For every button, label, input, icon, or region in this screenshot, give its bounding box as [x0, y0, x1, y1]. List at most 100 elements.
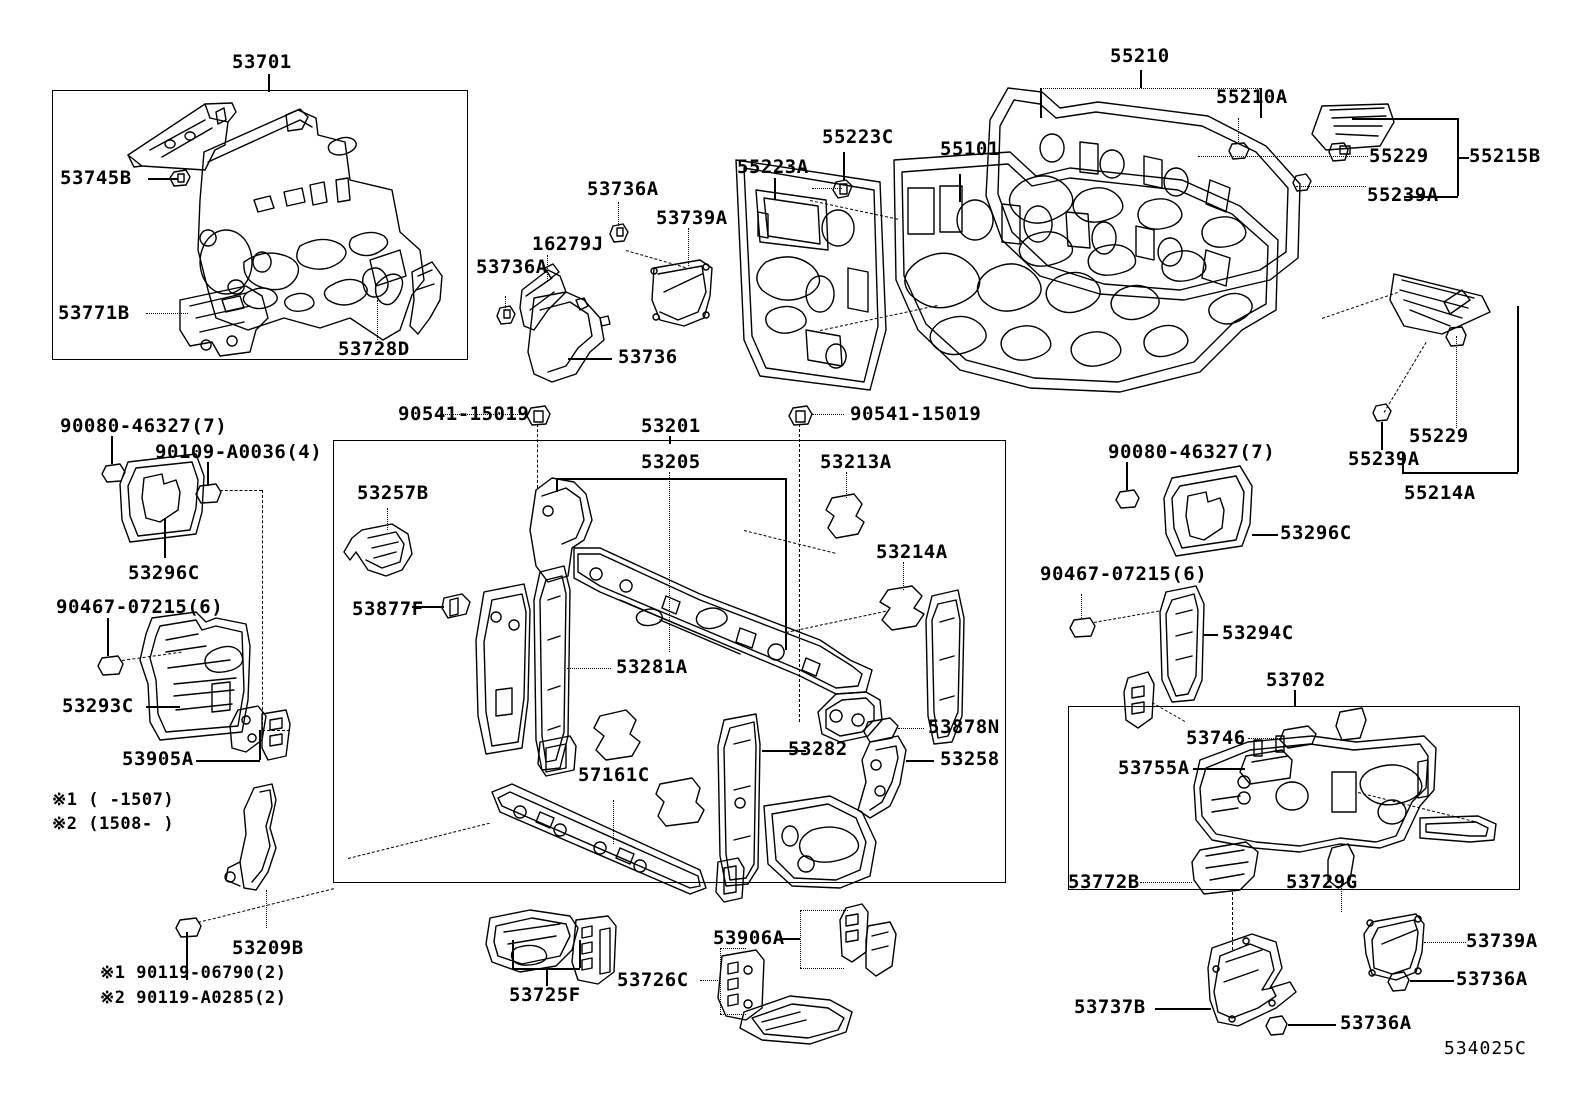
label-90080-46327-right: 90080-46327(7) [1108, 441, 1276, 463]
bracket-55214A-l [1402, 452, 1404, 472]
leader-53201 [669, 436, 671, 444]
leader-53755A [1193, 768, 1245, 770]
dash-53739A-1 [625, 250, 686, 269]
label-55239A-mid: 55239A [1348, 448, 1420, 470]
footnote-mark1-range: ※1 ( -1507) [52, 790, 175, 810]
dash-90109-left [220, 490, 262, 491]
bracket-55210-left [1040, 88, 1042, 118]
part-90467-07215-left-clip [98, 656, 123, 675]
leader-90541-left [440, 414, 528, 415]
label-90467-07215-left: 90467-07215(6) [56, 596, 224, 618]
label-53736A-2: 53736A [587, 178, 659, 200]
label-53737B: 53737B [1074, 996, 1146, 1018]
label-53209B: 53209B [232, 937, 304, 959]
bracket-53906A-t [800, 910, 848, 911]
label-53701: 53701 [232, 51, 292, 73]
leader-53736A-4 [1410, 980, 1454, 982]
group-box-53701 [52, 90, 468, 360]
bracket-53726C-b [720, 1014, 746, 1015]
label-53728D: 53728D [338, 338, 410, 360]
label-53201: 53201 [641, 415, 701, 437]
bracket-53725F-r [579, 940, 581, 968]
bracket-53205-h [556, 478, 786, 480]
part-53736-cover [528, 292, 610, 382]
label-53755A: 53755A [1118, 757, 1190, 779]
label-53257B: 53257B [357, 482, 429, 504]
leader-53746 [1248, 738, 1286, 739]
label-16279J: 16279J [532, 233, 604, 255]
bracket-53905A-v [259, 730, 261, 760]
label-53213A: 53213A [820, 451, 892, 473]
leader-53726C [700, 980, 720, 981]
label-53205: 53205 [641, 451, 701, 473]
dash-55223A-align [809, 200, 899, 220]
bracket-55215B-top [1352, 118, 1458, 120]
label-53296C-right: 53296C [1280, 522, 1352, 544]
leader-90119-clip [186, 932, 188, 980]
label-53746: 53746 [1186, 727, 1246, 749]
label-53729G: 53729G [1286, 871, 1358, 893]
label-53726C: 53726C [617, 969, 689, 991]
part-55223A-insulator [736, 160, 886, 390]
leader-53258 [906, 760, 934, 762]
dash-90467-left [121, 651, 182, 661]
label-53293C: 53293C [62, 695, 134, 717]
label-55229-top: 55229 [1369, 145, 1429, 167]
part-90467-07215-right-clip [1070, 618, 1095, 637]
leader-90109-left [207, 462, 209, 486]
part-53726C-plate [718, 950, 764, 1020]
leader-55210A [1238, 118, 1239, 144]
leader-53294C [1204, 634, 1218, 636]
leader-53214A [903, 562, 904, 590]
label-53296C-left: 53296C [128, 562, 200, 584]
footnote-mark2-part: ※2 90119-A0285(2) [100, 988, 287, 1008]
leader-53877F [412, 606, 444, 608]
leader-53296C-right [1252, 534, 1278, 536]
dash-55214A-align [1321, 291, 1398, 319]
dash-55101-align [819, 305, 938, 331]
label-57161C: 57161C [578, 764, 650, 786]
leader-55223A [774, 178, 776, 200]
label-53877F: 53877F [352, 598, 424, 620]
leader-55210 [1140, 70, 1142, 88]
leader-55101 [959, 174, 961, 202]
bracket-55214A-r [1517, 306, 1519, 472]
leader-53878N [898, 728, 924, 729]
part-53736A-clip-1 [497, 306, 515, 324]
label-53294C: 53294C [1222, 622, 1294, 644]
bracket-55210-top [1040, 88, 1260, 89]
part-53725F-panel [486, 910, 578, 972]
part-53296C-left [120, 454, 204, 542]
part-90109-A0036-left-clip [196, 484, 221, 503]
label-53258: 53258 [940, 748, 1000, 770]
leader-55239A-mid [1381, 422, 1383, 450]
label-90467-07215-right: 90467-07215(6) [1040, 563, 1208, 585]
bracket-55210-right [1260, 88, 1262, 118]
label-53736A-3: 53736A [1340, 1012, 1412, 1034]
label-90541-15019-left: 90541-15019 [398, 403, 530, 425]
part-53739A-cover [651, 260, 712, 326]
footnote-mark2-range: ※2 (1508- ) [52, 814, 175, 834]
leader-53282 [762, 750, 806, 752]
part-90541-15019-clip-right [789, 406, 812, 425]
dash-90467-right [1093, 610, 1160, 623]
part-90541-15019-clip-left [527, 406, 550, 425]
part-55239A-clip-top [1293, 174, 1311, 191]
leader-16279J [547, 255, 548, 281]
leader-53736 [568, 358, 612, 360]
label-90109-A0036-left: 90109-A0036(4) [155, 441, 323, 463]
label-53739A-1: 53739A [656, 207, 728, 229]
leader-53739A-1 [688, 228, 689, 266]
part-53293C-liner [140, 612, 250, 740]
leader-53725F [546, 968, 548, 986]
label-53736: 53736 [618, 346, 678, 368]
leader-90467-right [1081, 594, 1082, 618]
label-55214A: 55214A [1404, 482, 1476, 504]
label-55223A: 55223A [737, 156, 809, 178]
leader-53771B [146, 313, 188, 314]
dash-53296C-down [262, 490, 263, 730]
part-53737B-cover [1208, 934, 1296, 1026]
label-53905A: 53905A [122, 748, 194, 770]
label-55210: 55210 [1110, 45, 1170, 67]
